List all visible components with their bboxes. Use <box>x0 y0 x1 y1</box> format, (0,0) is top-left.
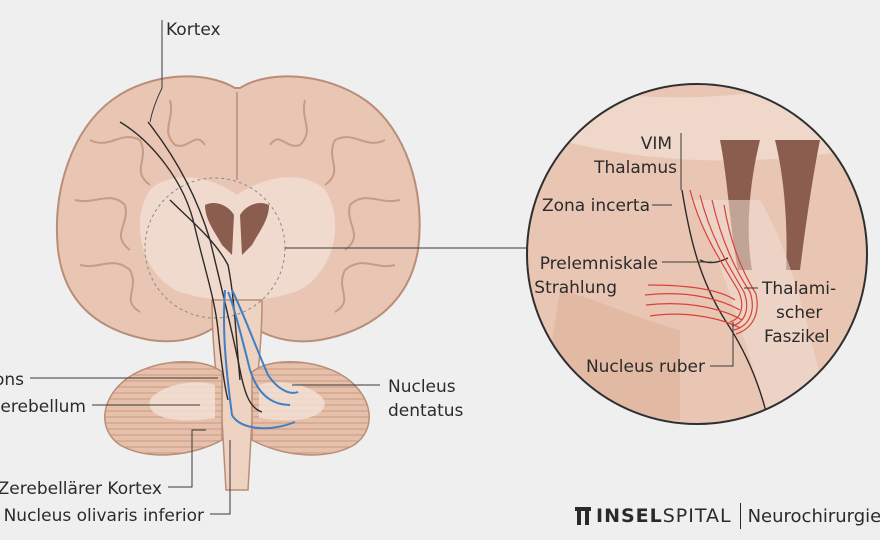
ventricles <box>205 203 269 255</box>
logo-brand-bold: INSEL <box>596 505 663 527</box>
label-prelemniskale-1: Prelemniskale <box>540 254 658 274</box>
label-thalamischer-2: scher <box>776 303 822 323</box>
cortical-fiber-2 <box>147 121 263 413</box>
blue-pathway-2 <box>231 289 299 394</box>
leader-lines <box>30 20 758 515</box>
logo-separator <box>739 503 741 529</box>
zoom-panel <box>526 83 868 425</box>
label-cerebellum: Cerebellum <box>0 397 86 417</box>
gyri <box>74 92 401 313</box>
label-thalamischer-3: Faszikel <box>764 327 830 347</box>
cortical-fiber-1 <box>119 121 229 401</box>
label-thalamischer-1: Thalami- <box>761 279 836 299</box>
label-nucleus-dentatus-2: dentatus <box>388 401 464 421</box>
cerebellum-core <box>149 382 325 421</box>
label-zerebellarer-kortex: Zerebellärer Kortex <box>0 479 162 499</box>
logo-department: Neurochirurgie <box>747 505 880 527</box>
label-vim-2: Thalamus <box>593 158 677 178</box>
white-matter <box>139 177 336 300</box>
blue-pathway-3 <box>227 291 291 406</box>
label-kortex: Kortex <box>166 20 221 40</box>
label-prelemniskale-2: Strahlung <box>534 278 617 298</box>
brain-section <box>56 75 421 491</box>
label-nucleus-olivaris: Nucleus olivaris inferior <box>4 506 204 526</box>
cortical-fiber-3 <box>169 199 241 381</box>
blue-pathway-1 <box>222 289 296 430</box>
label-vim-1: VIM <box>641 134 672 154</box>
logo: INSEL SPITAL Neurochirurgie <box>574 500 880 532</box>
red-fibers <box>644 189 758 335</box>
label-pons: Pons <box>0 370 24 390</box>
logo-brand-regular: SPITAL <box>662 505 732 527</box>
label-nucleus-ruber: Nucleus ruber <box>586 357 705 377</box>
label-nucleus-dentatus-1: Nucleus <box>388 377 456 397</box>
inselspital-logo-icon <box>575 507 591 525</box>
labels: Kortex Pons Cerebellum Zerebellärer Kort… <box>0 20 836 526</box>
label-zona-incerta: Zona incerta <box>542 196 650 216</box>
